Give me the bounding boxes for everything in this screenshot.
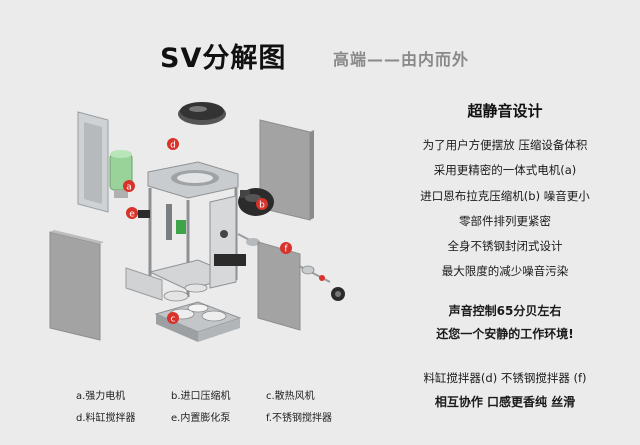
rear-panel	[77, 111, 109, 213]
legend-item-a: a.强力电机	[76, 390, 126, 402]
feature-panel: 超静音设计 为了用户方便摆放 压缩设备体积 采用更精密的一体式电机(a) 进口恩…	[385, 100, 625, 285]
feature-line: 最大限度的减少噪音污染	[441, 264, 569, 279]
left-side-panel	[49, 230, 104, 341]
compressor-part	[238, 188, 274, 216]
marker-b: b	[256, 198, 268, 211]
mixer-line-1: 料缸搅拌器(d) 不锈钢搅拌器 (f)	[423, 371, 587, 385]
marker-c: c	[167, 312, 179, 325]
marker-f: f	[280, 242, 292, 255]
legend-row: d.料缸搅拌器 e.内置膨化泵 f.不锈钢搅拌器	[76, 405, 366, 427]
svg-text:e: e	[129, 210, 135, 220]
noise-highlight: 声音控制65分贝左右 还您一个安静的工作环境!	[385, 300, 625, 346]
dispenser-panel	[209, 195, 246, 289]
legend-row: a.强力电机 b.进口压缩机 c.散热风机	[76, 383, 366, 405]
svg-text:f: f	[284, 245, 288, 255]
svg-text:c: c	[171, 315, 176, 325]
legend-item-e: e.内置膨化泵	[171, 412, 231, 424]
legend-item-f: f.不锈钢搅拌器	[266, 412, 332, 424]
exploded-view-diagram: d a e b f c	[49, 102, 345, 342]
marker-e: e	[126, 207, 138, 220]
highlight-line-2: 还您一个安静的工作环境!	[436, 327, 574, 341]
feature-line: 为了用户方便摆放 压缩设备体积	[422, 138, 588, 152]
mixer-line-2: 相互协作 口感更香纯 丝滑	[434, 395, 576, 409]
feature-title: 超静音设计	[467, 102, 543, 120]
marker-d: d	[167, 138, 179, 151]
bottom-right-panel	[257, 241, 301, 331]
lower-panel	[125, 267, 163, 301]
mixer-info: 料缸搅拌器(d) 不锈钢搅拌器 (f) 相互协作 口感更香纯 丝滑	[385, 366, 625, 414]
fan-unit	[154, 283, 242, 342]
legend-item-d: d.料缸搅拌器	[76, 412, 136, 424]
svg-text:a: a	[126, 183, 132, 193]
legend-item-c: c.散热风机	[266, 390, 315, 402]
page-title: SV分解图	[160, 43, 287, 74]
right-side-panel	[259, 119, 314, 221]
page-subtitle: 高端——由内而外	[333, 50, 470, 69]
feature-line: 采用更精密的一体式电机(a)	[433, 163, 577, 178]
marker-a: a	[123, 180, 135, 193]
feature-line: 零部件排列更紧密	[459, 213, 551, 228]
highlight-line-1: 声音控制65分贝左右	[448, 304, 562, 318]
svg-text:b: b	[259, 201, 265, 211]
feature-line: 全身不锈钢封闭式设计	[447, 239, 563, 254]
legend-item-b: b.进口压缩机	[171, 390, 231, 402]
parts-legend: a.强力电机 b.进口压缩机 c.散热风机 d.料缸搅拌器 e.内置膨化泵 f.…	[76, 383, 366, 427]
svg-text:d: d	[170, 141, 176, 151]
top-lid	[178, 102, 226, 125]
feature-line: 进口恩布拉克压缩机(b) 噪音更小	[420, 188, 590, 203]
